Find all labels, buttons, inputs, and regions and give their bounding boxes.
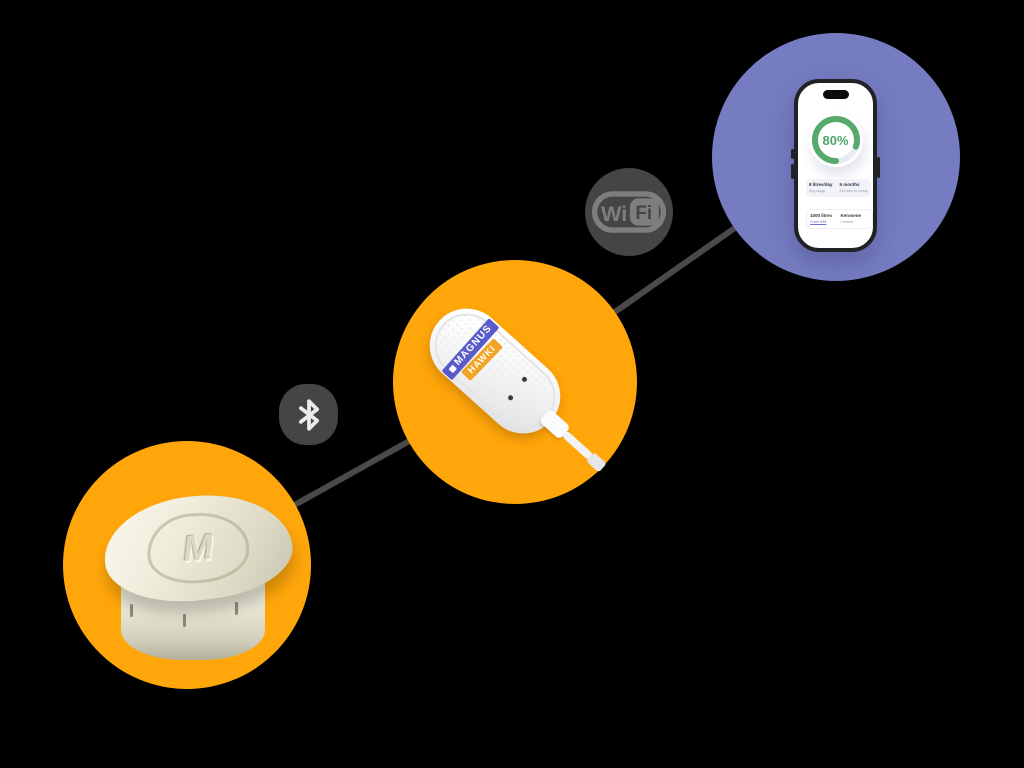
sensor-notch <box>235 602 238 615</box>
tank-level-gauge: 80% <box>808 113 863 167</box>
dynamic-island <box>822 90 849 99</box>
stat-capacity: 1000 litres Order refill <box>810 213 839 225</box>
sensor-notch <box>183 614 186 627</box>
wifi-badge: Wi Fi <box>585 168 673 256</box>
sensor-m-logo: M <box>181 525 215 570</box>
phone-power-button <box>877 157 880 178</box>
sensor-notch <box>130 604 133 617</box>
stat-avg-usage: 8 litres/day Avg usage <box>809 182 833 193</box>
wifi-wi-text: Wi <box>601 201 627 226</box>
order-refill-link[interactable]: Order refill <box>810 219 827 224</box>
stats-card-tank: 1000 litres Order refill Kerosene Conten… <box>806 209 873 229</box>
stat-content: Kerosene Content <box>840 213 862 224</box>
stats-card-usage: 8 litres/day Avg usage 5 months Est. tim… <box>806 179 871 197</box>
wifi-fi-text: Fi <box>635 203 652 224</box>
stat-time-to-empty: 5 months Est. time to empty <box>839 182 868 193</box>
smartphone: 80% 8 litres/day Avg usage 5 months Est.… <box>791 79 880 252</box>
bluetooth-badge <box>279 384 338 445</box>
magnus-logo-icon <box>448 364 457 374</box>
sensor-logo-badge: M <box>144 508 252 588</box>
gauge-percent-text: 80% <box>822 132 849 148</box>
wifi-icon: Wi Fi <box>591 191 667 233</box>
gauge-ring <box>811 116 860 164</box>
phone-volume-button <box>791 149 794 159</box>
phone-volume-button <box>791 164 794 179</box>
bluetooth-icon <box>298 398 319 431</box>
